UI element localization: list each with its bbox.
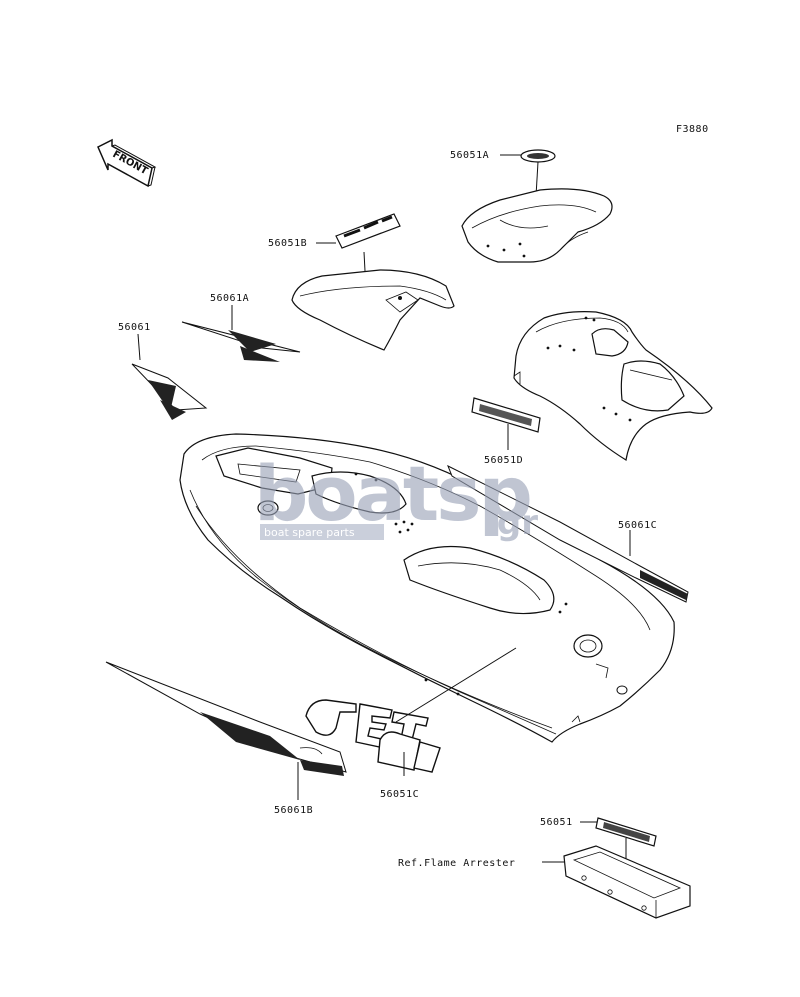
label-56051: 56051 [540,817,573,828]
watermark-suffix: .gr [484,503,538,543]
label-56061A: 56061A [210,293,249,304]
emblem-56051C [305,699,441,773]
decal-56061 [131,363,208,420]
watermark-tagline: boat spare parts [264,526,355,539]
label-56051B: 56051B [268,238,307,249]
decal-56061A [181,321,301,362]
rear-cover [291,269,455,351]
figure-code: F3880 [676,124,709,135]
decal-56061C [447,464,689,603]
steering-cover [461,188,613,263]
label-56061C: 56061C [618,520,657,531]
deck-hood [513,311,713,461]
watermark-logo: boatsp .gr boat spare parts [254,449,538,543]
label-56051D: 56051D [484,455,523,466]
flame-arrester [563,845,691,919]
watermark-main: boatsp [254,449,530,538]
label-56061: 56061 [118,322,151,333]
label-56061B: 56061B [274,805,313,816]
watermark-tagline-bar [260,524,384,540]
decal-56061B [105,661,347,776]
label-56051A: 56051A [450,150,489,161]
decal-56051B [335,213,401,249]
front-arrow-icon: FRONT [97,138,157,188]
hull [179,433,675,743]
label-56051C: 56051C [380,789,419,800]
emblem-56051A [520,149,556,163]
decal-56051 [595,817,657,847]
label-ref-flame-arrester: Ref.Flame Arrester [398,858,515,869]
decal-56051D [471,397,541,433]
